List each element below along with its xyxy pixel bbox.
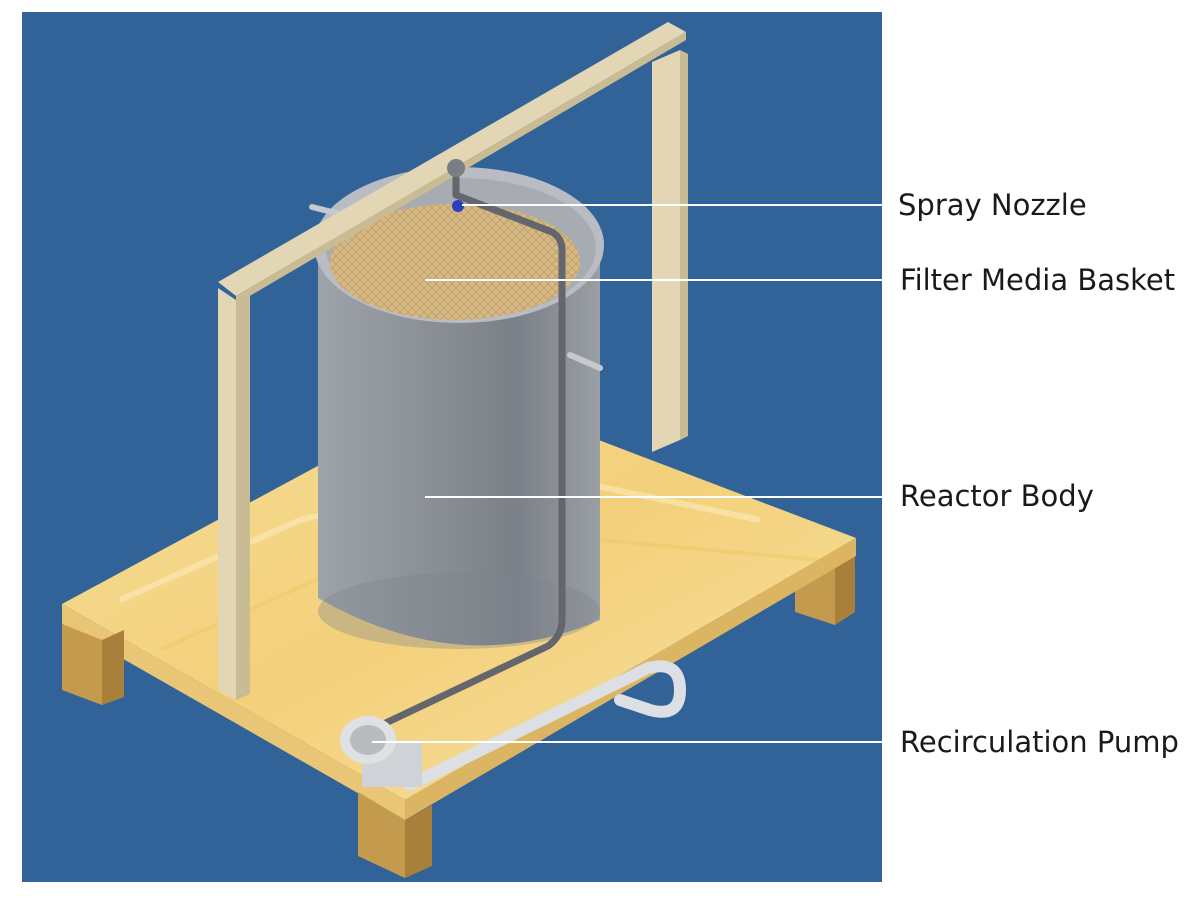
pipe-fitting-top <box>447 159 465 177</box>
frame-post-left-side <box>236 294 250 700</box>
side-port-right <box>567 352 603 371</box>
frame-post-right-side <box>680 50 688 440</box>
pallet-leg-front-center-side <box>405 805 432 878</box>
pallet-leg-front-left-side <box>102 630 124 705</box>
spray-pipe <box>348 170 566 744</box>
recirculation-pipe <box>404 660 687 791</box>
frame-post-left <box>218 288 236 700</box>
callout-recirculation-pump: Recirculation Pump <box>900 725 1179 759</box>
frame-post-right <box>652 50 680 452</box>
callout-reactor-body: Reactor Body <box>900 479 1094 513</box>
side-port-left <box>309 204 343 217</box>
pallet-leg-front-center <box>358 792 405 878</box>
pallet-leg-front-left <box>62 624 102 705</box>
callout-spray-nozzle: Spray Nozzle <box>898 188 1087 222</box>
spray-nozzle <box>452 200 464 212</box>
recirculation-pump-face <box>350 725 386 755</box>
frame-beam <box>218 22 686 296</box>
reactor-body-shell <box>318 234 600 646</box>
callout-filter-media-basket: Filter Media Basket <box>900 263 1175 297</box>
pallet-edge-left <box>62 604 405 820</box>
filter-media-basket <box>330 204 580 320</box>
reactor-body-bottom <box>318 573 600 649</box>
